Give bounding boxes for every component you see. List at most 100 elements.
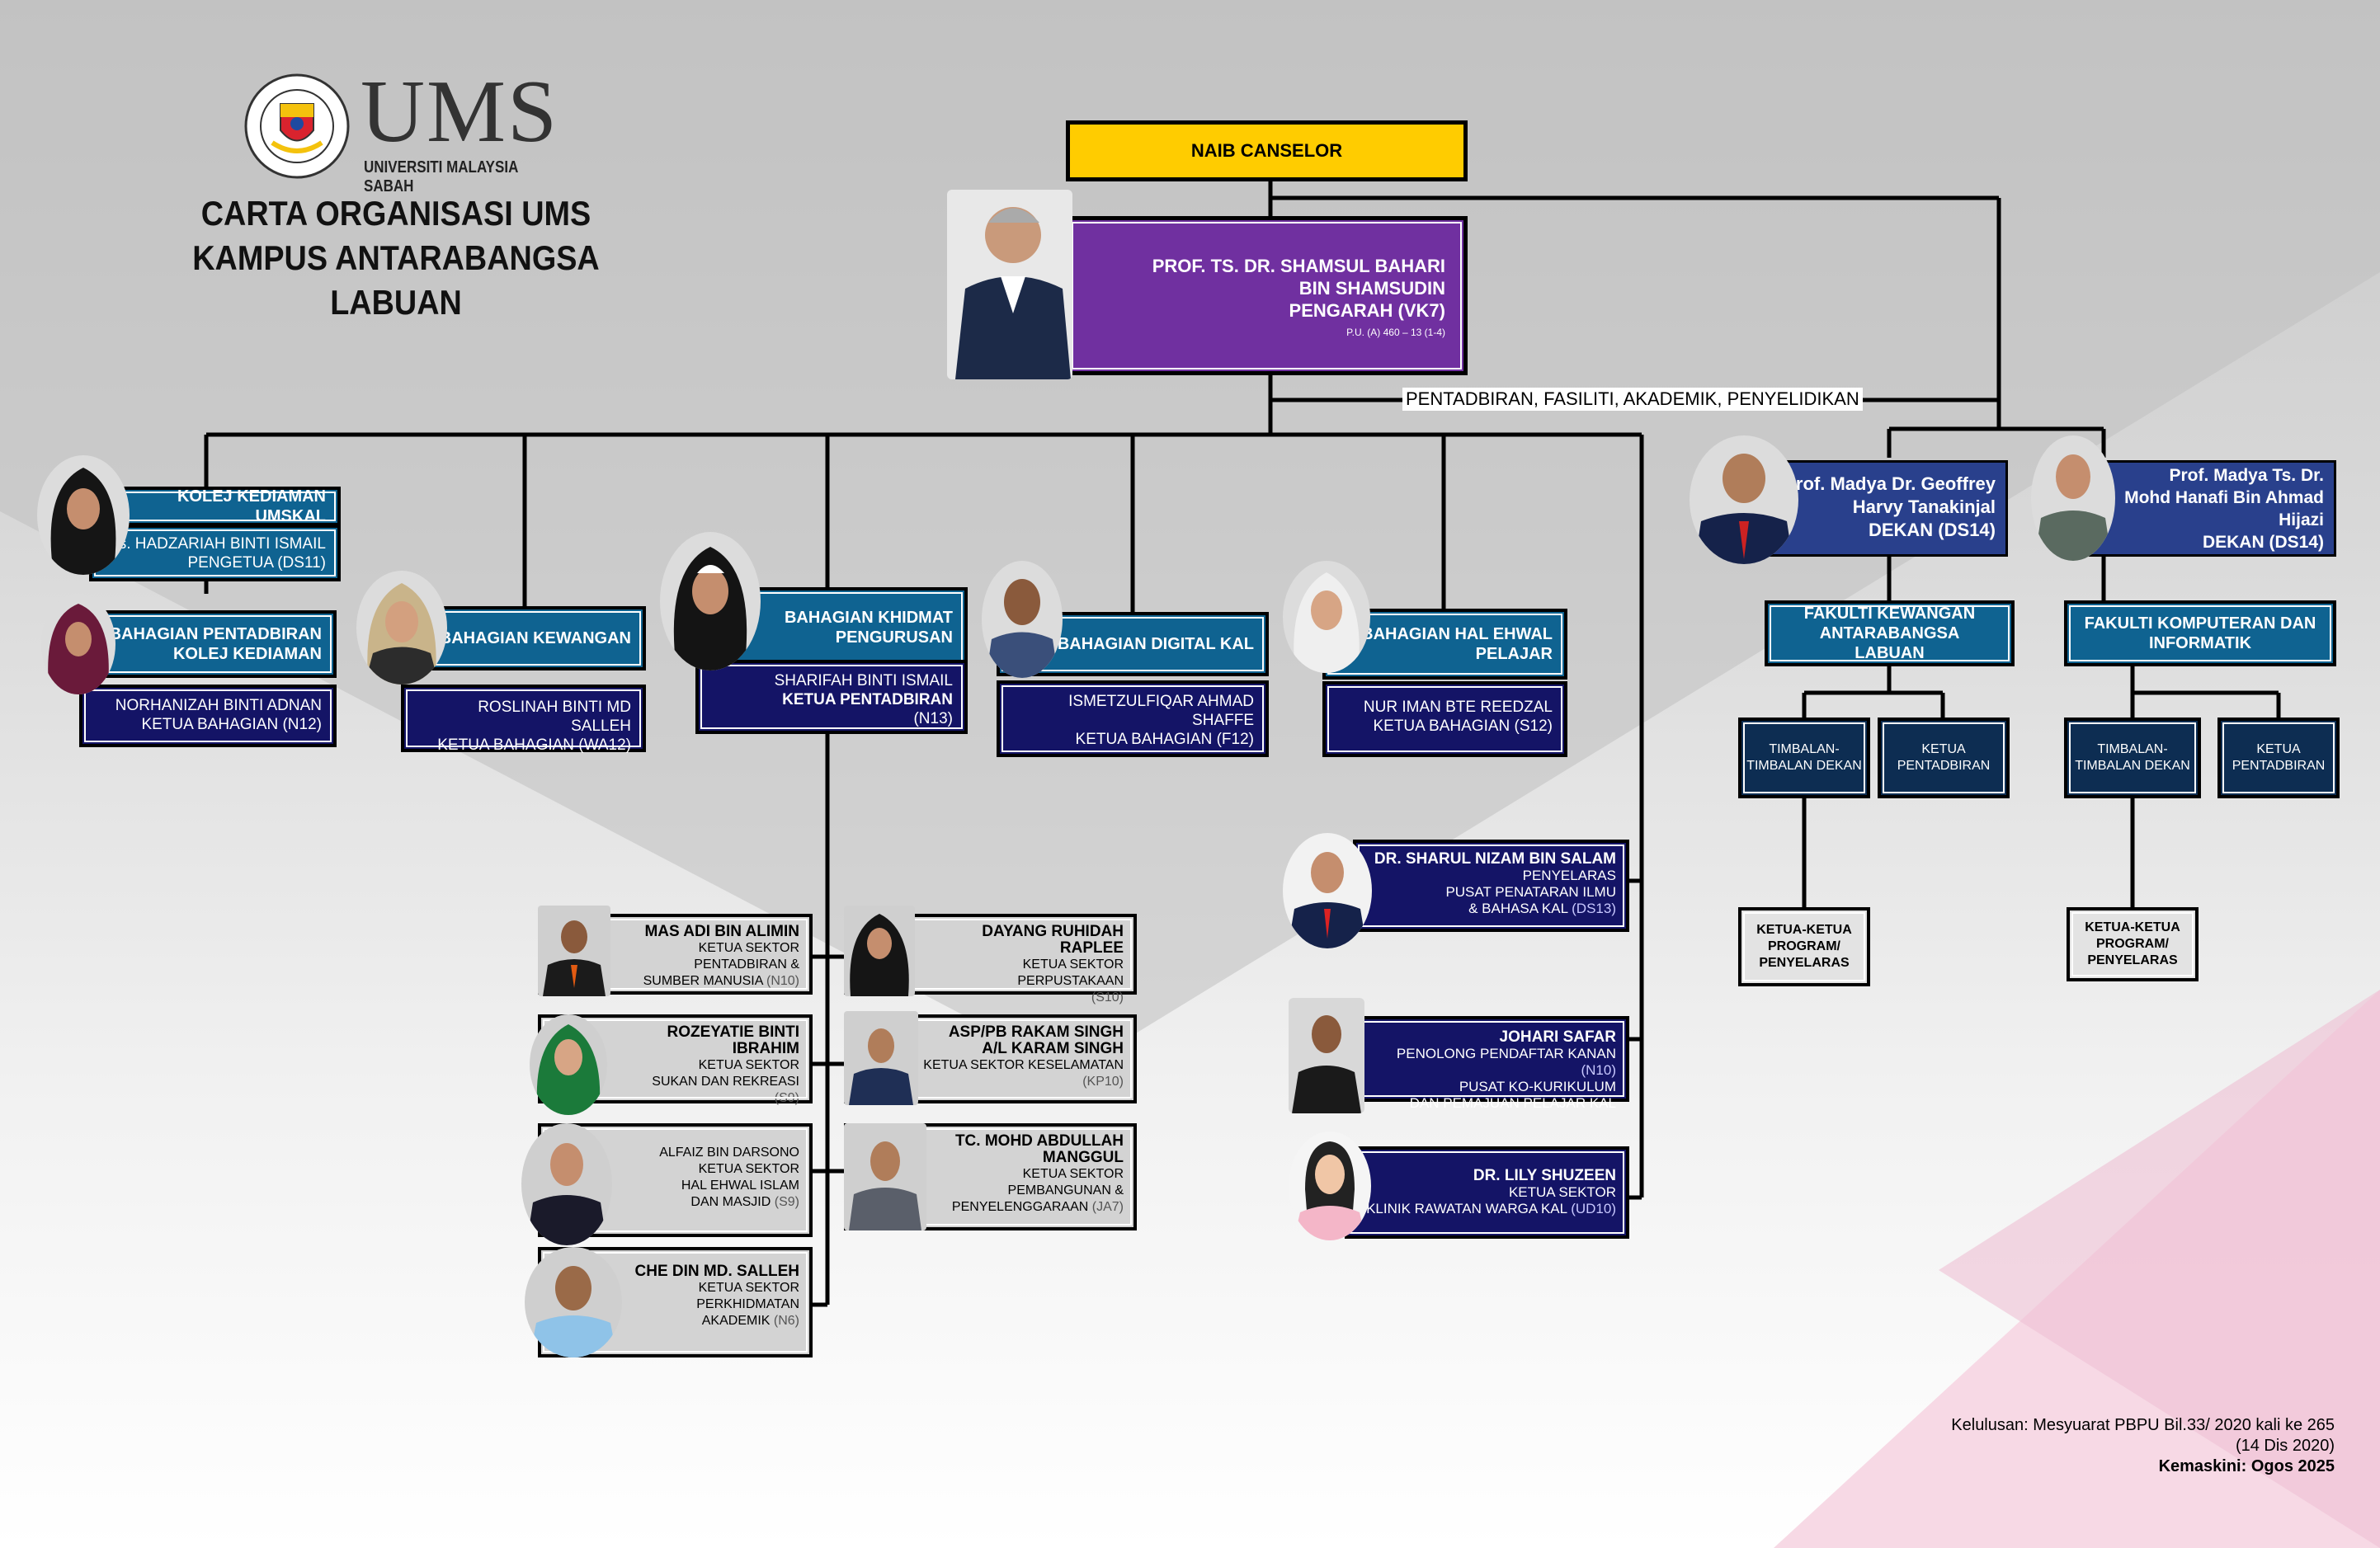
sector-name: ASP/PB RAKAM SINGH bbox=[948, 1023, 1124, 1041]
faculty-2-name: FAKULTI KOMPUTERAN DAN INFORMATIK bbox=[2084, 614, 2316, 652]
sector-line: PENTADBIRAN & bbox=[694, 958, 799, 972]
nur-iman-role: KETUA BAHAGIAN (S12) bbox=[1373, 718, 1553, 735]
kewangan-info: ROSLINAH BINTI MD SALLEH KETUA BAHAGIAN … bbox=[401, 685, 646, 754]
faculty-2-box[interactable]: FAKULTI KOMPUTERAN DAN INFORMATIK bbox=[2064, 600, 2336, 666]
director-role: PENGARAH (VK7) bbox=[1289, 300, 1445, 321]
sector-line: KETUA SEKTOR bbox=[698, 1058, 799, 1072]
unit-line: PENOLONG PENDAFTAR KANAN (N10) bbox=[1396, 1046, 1616, 1078]
ismetzulfiqar-role: KETUA BAHAGIAN (F12) bbox=[1075, 731, 1254, 748]
director-box[interactable]: PROF. TS. DR. SHAMSUL BAHARI BIN SHAMSUD… bbox=[1066, 216, 1468, 375]
unit-line: PUSAT PENATARAN ILMU bbox=[1445, 884, 1616, 900]
ketua-pentadbiran-label: KETUA PENTADBIRAN bbox=[1897, 742, 1991, 773]
pentadbiran-kolej-title-1: BAHAGIAN PENTADBIRAN bbox=[109, 625, 322, 643]
director-photo bbox=[947, 190, 1072, 379]
alfaiz-photo bbox=[521, 1123, 612, 1245]
title-line-1: CARTA ORGANISASI UMS bbox=[200, 194, 591, 233]
sector-name-2: MANGGUL bbox=[1042, 1149, 1124, 1166]
unit-line: PENYELARAS bbox=[1522, 868, 1616, 883]
sector-line: PENYELENGGARAAN (JA7) bbox=[951, 1200, 1124, 1214]
director-name-2: BIN SHAMSUDIN bbox=[1298, 278, 1445, 299]
ketua-pentadbiran-1[interactable]: KETUA PENTADBIRAN bbox=[1878, 718, 2010, 798]
roslinah-role: KETUA BAHAGIAN (WA12) bbox=[437, 736, 631, 754]
footer-date: (14 Dis 2020) bbox=[2235, 1437, 2335, 1455]
unit-line: & BAHASA KAL (DS13) bbox=[1468, 901, 1616, 916]
ketua-pentadbiran-label: KETUA PENTADBIRAN bbox=[2232, 742, 2326, 773]
sector-line: AKADEMIK (N6) bbox=[701, 1314, 799, 1328]
umskal-title: KOLEJ KEDIAMAN UMSKAL bbox=[177, 487, 326, 525]
norhanizah-photo bbox=[41, 594, 115, 694]
sector-line: (S10) bbox=[1091, 990, 1124, 1005]
unit-line: DAN PEMAJUAN PELAJAR KAL bbox=[1409, 1095, 1616, 1111]
khidmat-title-1: BAHAGIAN KHIDMAT bbox=[784, 609, 953, 627]
norhanizah-role: KETUA BAHAGIAN (N12) bbox=[141, 716, 322, 733]
ketua-pentadbiran-2[interactable]: KETUA PENTADBIRAN bbox=[2217, 718, 2340, 798]
sector-name: TC. MOHD ABDULLAH bbox=[954, 1132, 1124, 1150]
pentadbiran-kolej-title-2: KOLEJ KEDIAMAN bbox=[172, 645, 322, 663]
dean-2-line-1: Prof. Madya Ts. Dr. bbox=[2169, 466, 2325, 485]
ismetzulfiqar-name-1: ISMETZULFIQAR AHMAD bbox=[1068, 693, 1254, 710]
unit-line: KLINIK RAWATAN WARGA KAL (UD10) bbox=[1366, 1201, 1616, 1216]
dean-2-box[interactable]: Prof. Madya Ts. Dr. Mohd Hanafi Bin Ahma… bbox=[2089, 460, 2336, 557]
director-note: P.U. (A) 460 – 13 (1-4) bbox=[1346, 327, 1445, 338]
unit-name: JOHARI SAFAR bbox=[1499, 1028, 1616, 1046]
timbalan-label: TIMBALAN-TIMBALAN DEKAN bbox=[1746, 742, 1862, 773]
digital-info: ISMETZULFIQAR AHMAD SHAFFE KETUA BAHAGIA… bbox=[997, 680, 1269, 757]
sector-line: KETUA SEKTOR bbox=[698, 941, 799, 955]
rakam-singh-photo bbox=[844, 1011, 918, 1105]
unit-line: KETUA SEKTOR bbox=[1508, 1184, 1616, 1200]
page-title: CARTA ORGANISASI UMS KAMPUS ANTARABANGSA… bbox=[136, 191, 656, 325]
footer-updated: Kemaskini: Ogos 2025 bbox=[2158, 1457, 2335, 1475]
timbalan-dekan-1[interactable]: TIMBALAN-TIMBALAN DEKAN bbox=[1738, 718, 1870, 798]
unit-card[interactable]: DR. SHARUL NIZAM BIN SALAM PENYELARAS PU… bbox=[1353, 840, 1629, 932]
footer-note: Kelulusan: Mesyuarat PBPU Bil.33/ 2020 k… bbox=[1798, 1415, 2335, 1477]
sector-line: DAN MASJID (S9) bbox=[690, 1195, 799, 1209]
dean-1-line-1: Prof. Madya Dr. Geoffrey bbox=[1784, 473, 1996, 494]
dean-1-line-2: Harvy Tanakinjal bbox=[1852, 496, 1996, 517]
faculty-1-box[interactable]: FAKULTI KEWANGAN ANTARABANGSA LABUAN bbox=[1765, 600, 2015, 666]
ketua-program-2[interactable]: KETUA-KETUA PROGRAM/ PENYELARAS bbox=[2067, 907, 2199, 981]
roslinah-name: ROSLINAH BINTI MD SALLEH bbox=[478, 699, 631, 735]
kewangan-title: BAHAGIAN KEWANGAN bbox=[439, 629, 631, 647]
sector-line: PERKHIDMATAN bbox=[696, 1297, 799, 1311]
umskal-info: Ts. HADZARIAH BINTI ISMAIL PENGETUA (DS1… bbox=[89, 525, 341, 581]
unit-line: PUSAT KO-KURIKULUM bbox=[1459, 1079, 1616, 1094]
hadzariah-photo bbox=[37, 455, 130, 575]
rozeyatie-photo bbox=[530, 1014, 607, 1115]
dean-2-line-2: Mohd Hanafi Bin Ahmad bbox=[2124, 488, 2324, 507]
ketua-program-label: KETUA-KETUA PROGRAM/ PENYELARAS bbox=[2085, 920, 2180, 967]
digital-title: BAHAGIAN DIGITAL KAL bbox=[1057, 635, 1254, 653]
ismetzulfiqar-photo bbox=[982, 561, 1063, 678]
sharul-photo bbox=[1283, 833, 1372, 948]
sector-line: KETUA SEKTOR bbox=[1022, 1167, 1124, 1181]
pentadbiran-kolej-header[interactable]: BAHAGIAN PENTADBIRAN KOLEJ KEDIAMAN bbox=[79, 610, 337, 678]
unit-card[interactable]: JOHARI SAFAR PENOLONG PENDAFTAR KANAN (N… bbox=[1345, 1016, 1629, 1111]
dean-1-line-3: DEKAN (DS14) bbox=[1868, 520, 1996, 540]
ketua-program-1[interactable]: KETUA-KETUA PROGRAM/ PENYELARAS bbox=[1738, 907, 1870, 986]
timbalan-dekan-2[interactable]: TIMBALAN-TIMBALAN DEKAN bbox=[2064, 718, 2201, 798]
mas-adi-photo bbox=[538, 906, 610, 996]
hep-title-1: BAHAGIAN HAL EHWAL bbox=[1361, 625, 1553, 643]
faculty-1-name: FAKULTI KEWANGAN ANTARABANGSA LABUAN bbox=[1803, 605, 1976, 662]
timbalan-label: TIMBALAN-TIMBALAN DEKAN bbox=[2075, 742, 2190, 773]
sharifah-photo bbox=[660, 532, 761, 670]
hanafi-photo bbox=[2031, 435, 2115, 561]
johari-photo bbox=[1289, 998, 1364, 1113]
sector-line: KETUA SEKTOR KESELAMATAN bbox=[923, 1058, 1124, 1072]
unit-name: DR. LILY SHUZEEN bbox=[1473, 1167, 1616, 1184]
nur-iman-photo bbox=[1283, 561, 1370, 673]
unit-card[interactable]: DR. LILY SHUZEEN KETUA SEKTOR KLINIK RAW… bbox=[1345, 1146, 1629, 1239]
sector-line: (KP10) bbox=[1082, 1075, 1124, 1089]
naib-canselor-box[interactable]: NAIB CANSELOR bbox=[1066, 120, 1468, 181]
ketua-program-label: KETUA-KETUA PROGRAM/ PENYELARAS bbox=[1756, 923, 1852, 970]
ismetzulfiqar-name-2: SHAFFE bbox=[1192, 712, 1254, 729]
sector-name: ALFAIZ BIN DARSONO bbox=[659, 1146, 799, 1160]
title-line-2: KAMPUS ANTARABANGSA LABUAN bbox=[192, 238, 600, 322]
sector-line: SUMBER MANUSIA (N10) bbox=[643, 974, 799, 988]
sector-name: MAS ADI BIN ALIMIN bbox=[644, 923, 799, 940]
sector-name: CHE DIN MD. SALLEH bbox=[634, 1263, 800, 1280]
pentadbiran-kolej-info: NORHANIZAH BINTI ADNAN KETUA BAHAGIAN (N… bbox=[79, 685, 337, 747]
hep-info: NUR IMAN BTE REEDZAL KETUA BAHAGIAN (S12… bbox=[1322, 681, 1567, 757]
sector-line: PERPUSTAKAAN bbox=[1017, 974, 1124, 988]
sector-line: KETUA SEKTOR bbox=[698, 1162, 799, 1176]
